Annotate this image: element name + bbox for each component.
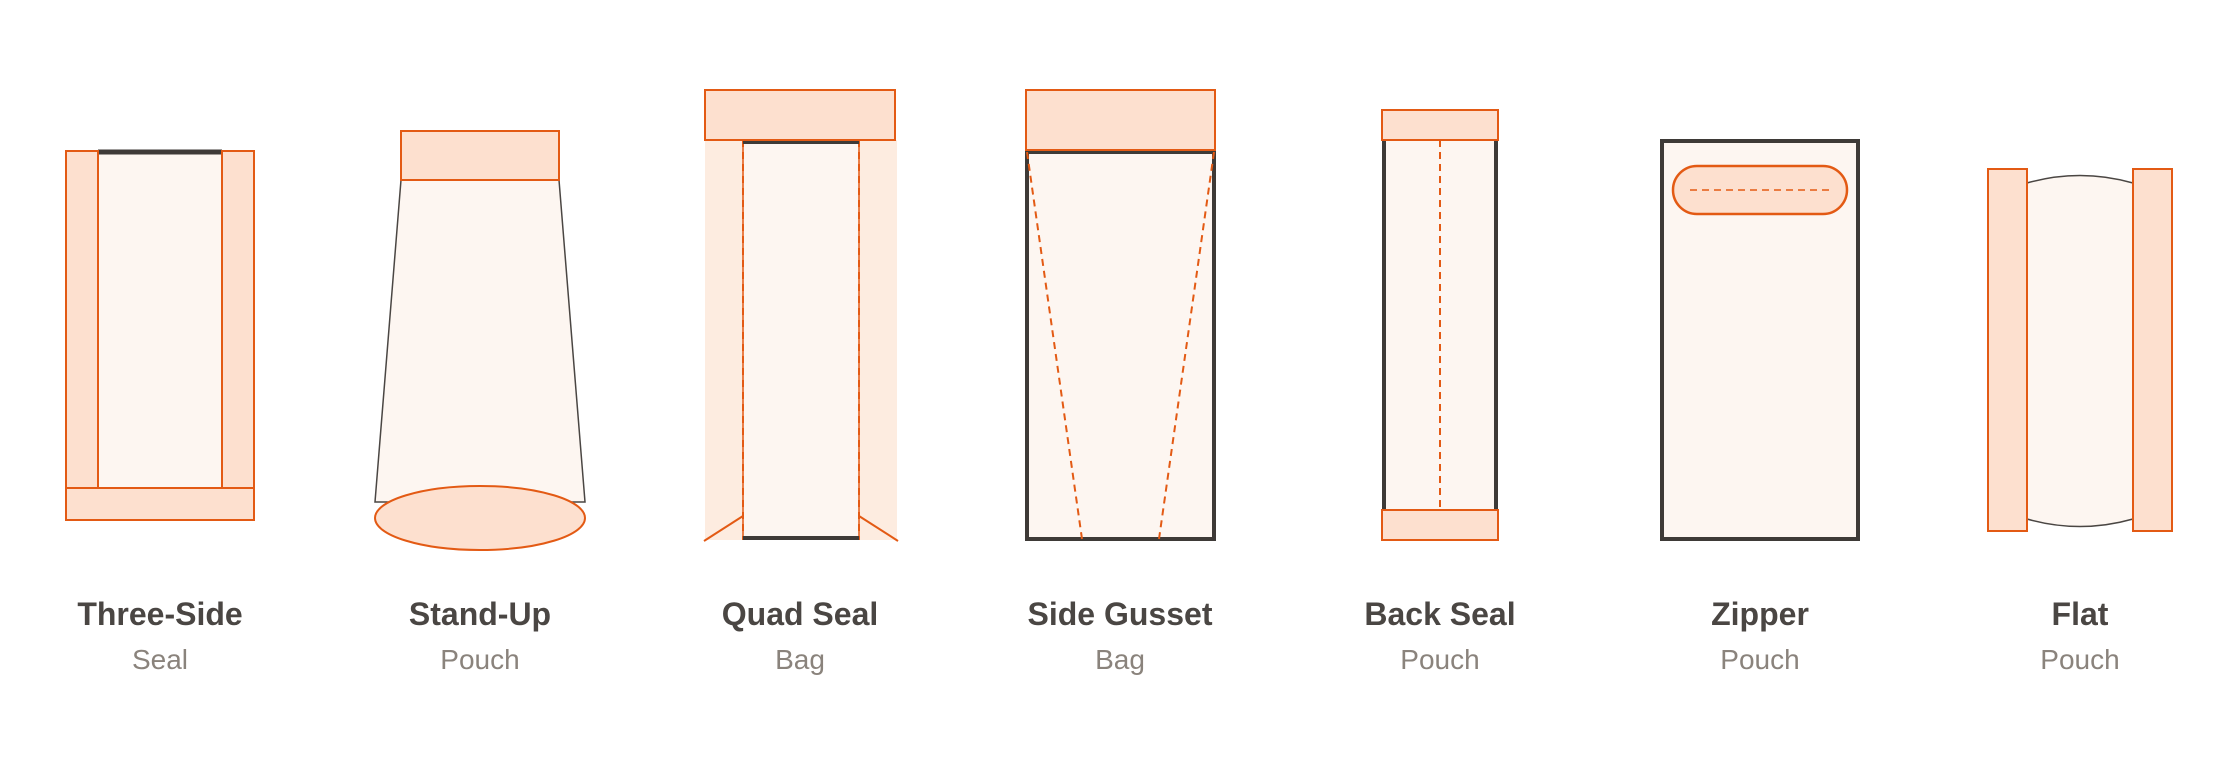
bag-name: Flat bbox=[2051, 596, 2109, 632]
quad-seal-bag-illustration bbox=[703, 89, 899, 542]
bag-subtitle: Bag bbox=[1095, 644, 1145, 675]
bag-name: Quad Seal bbox=[721, 596, 879, 632]
bag-name: Zipper bbox=[1711, 596, 1809, 632]
bag-body bbox=[743, 140, 859, 540]
bag-name: Three-Side bbox=[77, 596, 243, 632]
bag-body bbox=[97, 150, 223, 489]
bag-name: Side Gusset bbox=[1027, 596, 1213, 632]
bag-subtitle: Pouch bbox=[440, 644, 520, 675]
bag-flat-pouch: Flat Pouch bbox=[1920, 0, 2240, 760]
bag-body bbox=[1025, 150, 1216, 541]
bag-subtitle: Seal bbox=[131, 644, 189, 675]
bag-stand-up-pouch: Stand-Up Pouch bbox=[320, 0, 640, 760]
bag-subtitle: Pouch bbox=[1720, 644, 1800, 675]
right-gusset-fold bbox=[1158, 151, 1215, 540]
bag-subtitle: Pouch bbox=[1400, 644, 1480, 675]
bag-body bbox=[2026, 174, 2134, 528]
three-side-seal-illustration bbox=[65, 149, 255, 521]
left-gusset-fold bbox=[1026, 151, 1083, 540]
flat-pouch-illustration bbox=[1987, 168, 2173, 532]
back-seal-pouch-illustration bbox=[1381, 109, 1499, 541]
bag-zipper-pouch: Zipper Pouch bbox=[1600, 0, 1920, 760]
zipper-pouch-illustration bbox=[1660, 139, 1860, 541]
right-panel bbox=[859, 140, 897, 540]
bottom-seal bbox=[65, 487, 255, 521]
bag-back-seal-pouch: Back Seal Pouch bbox=[1280, 0, 1600, 760]
bottom-seal bbox=[1381, 509, 1499, 541]
left-seal bbox=[1987, 168, 2028, 532]
top-seal bbox=[1381, 109, 1499, 141]
top-seal bbox=[1025, 89, 1216, 151]
bag-side-gusset-bag: Side Gusset Bag bbox=[960, 0, 1280, 760]
right-seal bbox=[2132, 168, 2173, 532]
stand-up-pouch-illustration bbox=[374, 130, 586, 551]
bag-subtitle: Pouch bbox=[2040, 644, 2120, 675]
bag-quad-seal-bag: Quad Seal Bag bbox=[640, 0, 960, 760]
bag-subtitle: Bag bbox=[775, 644, 825, 675]
bag-name: Stand-Up bbox=[408, 596, 552, 632]
left-foot bbox=[703, 515, 744, 542]
top-seal bbox=[704, 89, 896, 141]
bag-body bbox=[374, 179, 586, 503]
bag-name: Back Seal bbox=[1364, 596, 1516, 632]
left-panel bbox=[705, 140, 743, 540]
bottom-gusset bbox=[374, 485, 586, 551]
side-gusset-bag-illustration bbox=[1025, 89, 1216, 541]
zipper-track bbox=[1671, 164, 1849, 216]
bag-three-side-seal: Three-Side Seal bbox=[0, 0, 320, 760]
right-seal bbox=[221, 150, 255, 489]
right-foot bbox=[858, 515, 899, 542]
left-seal bbox=[65, 150, 99, 489]
top-seal bbox=[400, 130, 560, 181]
